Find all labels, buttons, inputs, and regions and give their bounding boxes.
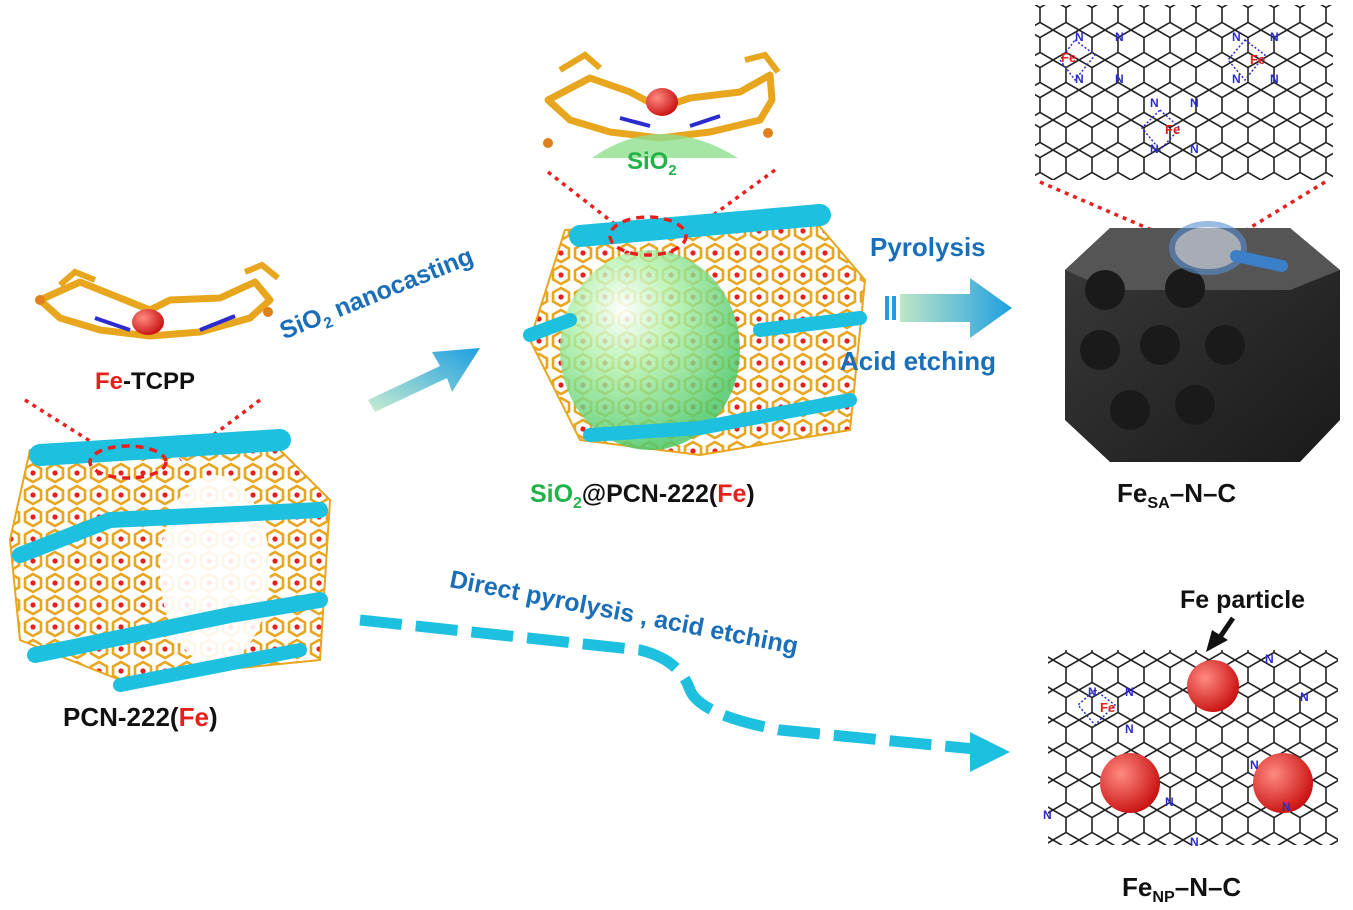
sa-subscript: SA — [1147, 494, 1170, 513]
sio-text: SiO — [530, 480, 574, 508]
paren-text: ) — [208, 702, 218, 732]
zoom-line-left — [1039, 180, 1176, 242]
fe-cluster-icon — [1100, 660, 1313, 813]
fe-text: Fe — [717, 480, 747, 508]
zoom-line-left — [546, 170, 627, 234]
atom-fe-label: Fe — [1100, 700, 1116, 715]
porphyrin-molecule-icon — [543, 51, 781, 158]
atom-n-label: N — [1250, 758, 1259, 772]
atom-fe-label: Fe — [1061, 50, 1077, 65]
direct-pyrolysis-arrow — [359, 614, 1010, 772]
fe-particle-label: Fe particle — [1180, 586, 1306, 614]
fe-tcpp-label: Fe-TCPP — [95, 368, 195, 396]
atom-n-label: N — [1190, 835, 1199, 849]
atom-n-label: N — [1088, 685, 1097, 699]
magnifier-icon — [1169, 221, 1288, 275]
atom-n-label: N — [1075, 72, 1084, 86]
fe-particle-arrow — [1206, 616, 1236, 652]
atom-n-label: N — [1165, 795, 1174, 809]
nanocasting-arrow — [368, 348, 480, 412]
sio-text: SiO — [627, 148, 669, 175]
fe-text: Fe — [1122, 872, 1153, 902]
pcn-text: PCN-222( — [63, 702, 179, 732]
atom-fe-label: Fe — [1165, 122, 1181, 137]
pcn-222-label: PCN-222(Fe) — [63, 702, 218, 733]
sio2-subscript: 2 — [573, 495, 582, 512]
atom-n-label: N — [1150, 142, 1159, 156]
fe-text: Fe — [1117, 478, 1148, 508]
sio2-label: SiO2 — [627, 148, 677, 179]
fesa-structure — [1035, 5, 1333, 180]
atom-n-label: N — [1232, 30, 1241, 44]
atom-n-label: N — [1232, 72, 1241, 86]
pyrolysis-arrow — [885, 278, 1012, 338]
fenp-label: FeNP–N–C — [1122, 872, 1241, 907]
atom-n-label: N — [1115, 30, 1124, 44]
atom-n-label: N — [1270, 72, 1279, 86]
atom-n-label: N — [1125, 722, 1134, 736]
acid-etching-label: Acid etching — [840, 346, 997, 376]
np-subscript: NP — [1152, 888, 1175, 907]
nc-text: –N–C — [1174, 872, 1242, 902]
paren-text: ) — [746, 480, 755, 508]
tcpp-text: -TCPP — [123, 368, 196, 395]
atom-n-label: N — [1190, 142, 1199, 156]
pcn-text: @PCN-222( — [581, 480, 718, 508]
atom-n-label: N — [1150, 96, 1159, 110]
porphyrin-molecule-icon — [35, 261, 280, 340]
mof-cylinder-icon — [8, 429, 332, 692]
sio2-pcn-label: SiO2@PCN-222(Fe) — [530, 480, 755, 513]
atom-n-label: N — [1265, 652, 1274, 666]
fe-text: Fe — [178, 702, 209, 732]
mof-cylinder-icon — [523, 204, 867, 457]
sio2-subscript: 2 — [668, 162, 677, 179]
nc-text: –N–C — [1169, 478, 1237, 508]
atom-n-label: N — [1115, 72, 1124, 86]
atom-n-label: N — [1270, 30, 1279, 44]
pyrolysis-label: Pyrolysis — [870, 232, 986, 262]
atom-n-label: N — [1190, 96, 1199, 110]
fe-text: Fe — [95, 368, 124, 395]
atom-n-label: N — [1282, 800, 1291, 814]
atom-fe-label: Fe — [1250, 52, 1266, 67]
atom-n-label: N — [1125, 685, 1134, 699]
fesa-label: FeSA–N–C — [1117, 478, 1236, 513]
atom-n-label: N — [1043, 808, 1052, 822]
atom-n-label: N — [1075, 30, 1084, 44]
atom-n-label: N — [1300, 690, 1309, 704]
